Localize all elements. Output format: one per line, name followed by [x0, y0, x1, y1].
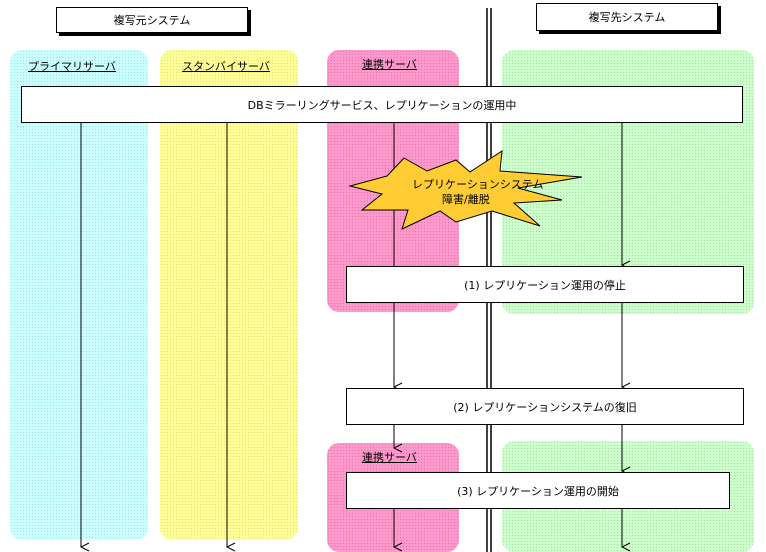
failure-label-line2: 障害/離脱 — [442, 193, 490, 206]
replication-operating-banner: DBミラーリングサービス、レプリケーションの運用中 — [21, 86, 743, 123]
primary-server-label: プライマリサーバ — [28, 60, 116, 73]
link-server-label-top: 連携サーバ — [362, 58, 417, 71]
target-system-title: 複写先システム — [536, 3, 718, 31]
failure-burst-shape — [348, 150, 583, 230]
primary-server-lane — [10, 50, 148, 540]
step-2-restore-replication-system: (2) レプリケーションシステムの復旧 — [346, 388, 744, 425]
link-server-label-bottom: 連携サーバ — [362, 451, 417, 464]
standby-server-lane — [160, 50, 298, 540]
step-3-start-replication: (3) レプリケーション運用の開始 — [346, 472, 730, 509]
source-system-title: 複写元システム — [56, 7, 248, 33]
failure-label-line1: レプリケーションシステム — [412, 178, 544, 191]
standby-server-label: スタンバイサーバ — [182, 60, 270, 73]
step-1-stop-replication: (1) レプリケーション運用の停止 — [346, 266, 744, 303]
